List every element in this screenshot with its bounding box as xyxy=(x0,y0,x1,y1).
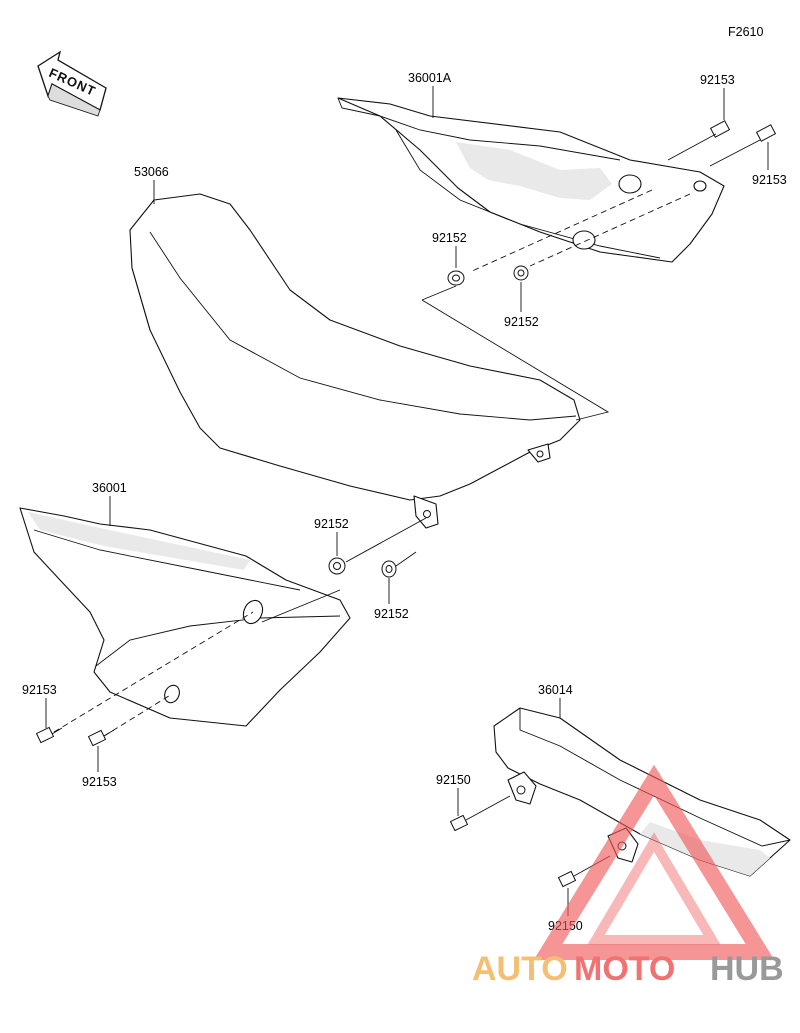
watermark-text-hub: HUB xyxy=(710,950,784,988)
label-side-cover-right: 36001A xyxy=(408,71,452,85)
label-bolt-92150-upper: 92150 xyxy=(436,773,471,787)
side-cover-right xyxy=(337,97,725,263)
seat xyxy=(129,193,581,529)
label-bolt-92153-bottom: 92153 xyxy=(82,775,117,789)
figure-code: F2610 xyxy=(728,25,763,39)
side-cover-left xyxy=(19,507,351,727)
label-side-cover-left: 36001 xyxy=(92,481,127,495)
watermark-text-moto: MOTO xyxy=(574,950,675,988)
bolt-icon xyxy=(449,795,511,832)
label-chain-cover: 36014 xyxy=(538,683,573,697)
bolt-icon xyxy=(35,726,63,744)
watermark-text-auto: AUTO xyxy=(472,950,568,988)
bolt-icon xyxy=(667,120,731,161)
grommet-icon xyxy=(513,265,529,281)
label-grommet-92152-upper-left: 92152 xyxy=(432,231,467,245)
label-grommet-92152-lower-right: 92152 xyxy=(374,607,409,621)
label-seat: 53066 xyxy=(134,165,169,179)
label-grommet-92152-lower-left: 92152 xyxy=(314,517,349,531)
front-arrow-icon: FRONT xyxy=(37,50,107,117)
label-bolt-92153-right: 92153 xyxy=(752,173,787,187)
label-bolt-92153-top: 92153 xyxy=(700,73,735,87)
bolt-icon xyxy=(709,124,777,167)
bolt-icon xyxy=(87,729,115,747)
grommet-icon xyxy=(447,270,465,286)
watermark-logo: AUTO MOTO HUB xyxy=(472,764,784,988)
label-bolt-92153-left: 92153 xyxy=(22,683,57,697)
label-grommet-92152-upper-right: 92152 xyxy=(504,315,539,329)
grommet-icon xyxy=(328,557,346,575)
grommet-icon xyxy=(381,560,397,578)
